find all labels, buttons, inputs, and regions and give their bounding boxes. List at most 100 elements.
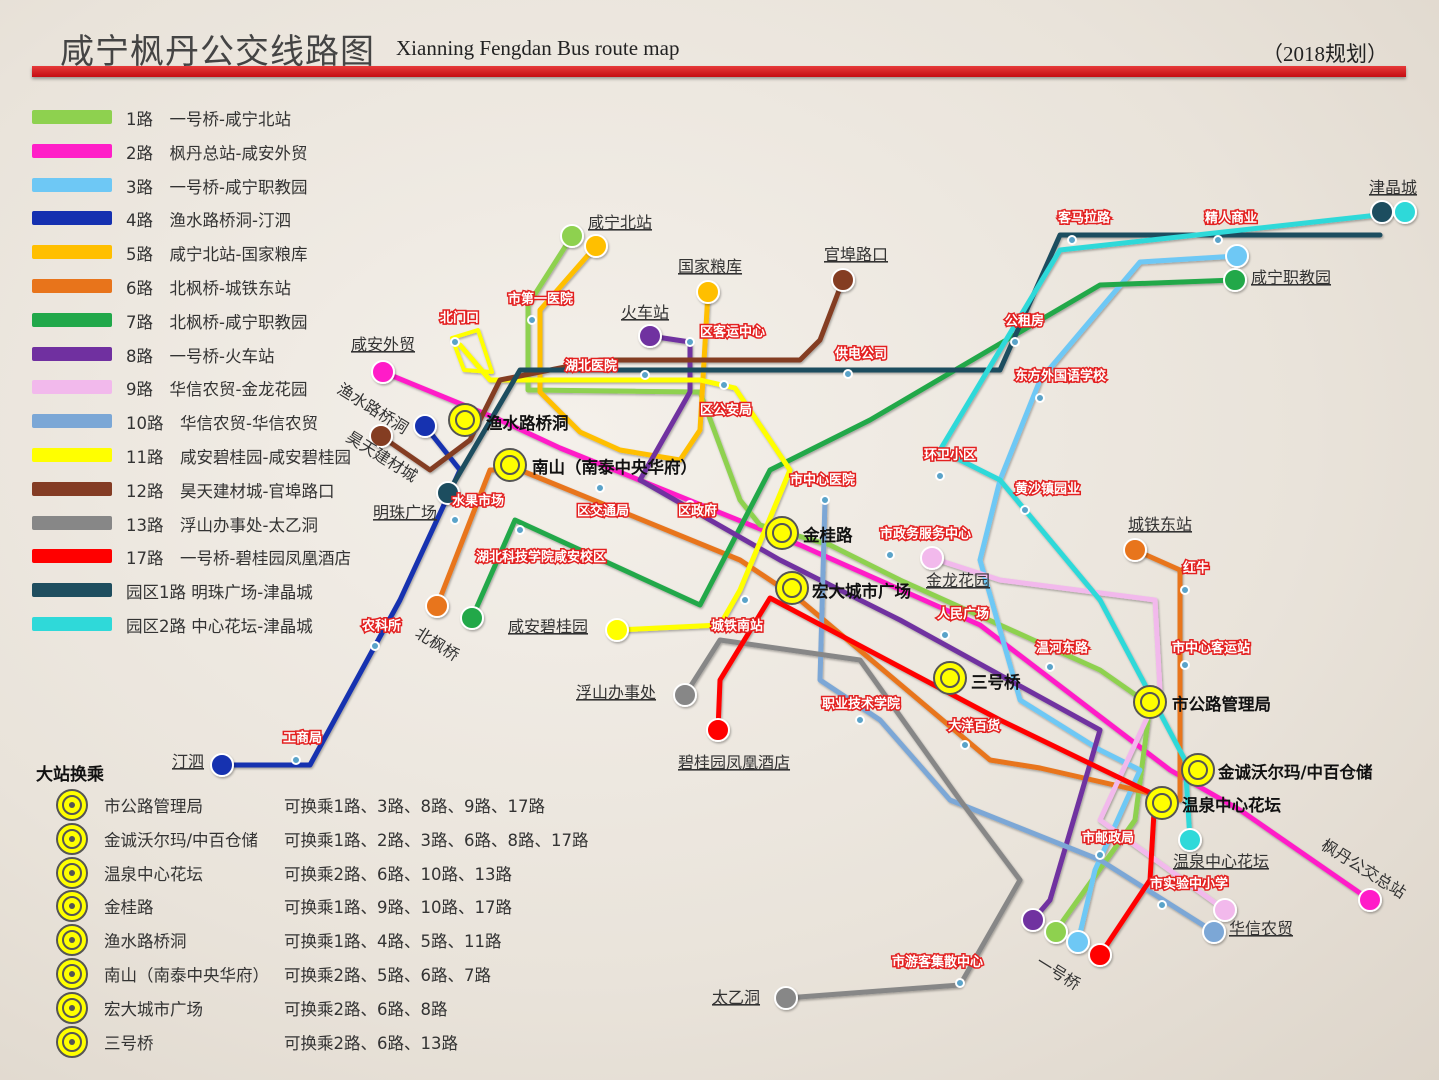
terminal-dot-beifeng-7 xyxy=(460,606,484,630)
legend-label: 园区1路 明珠广场-津晶城 xyxy=(126,583,313,603)
legend-swatch xyxy=(32,177,112,192)
stop-label-huangtan: 黄沙镇园业 xyxy=(1015,481,1080,497)
stop-dot-district-passenger xyxy=(685,337,695,347)
legend-label: 7路 北枫桥-咸宁职教园 xyxy=(126,312,308,332)
stop-dot-traffic xyxy=(595,483,605,493)
stop-label-gongtianfang: 公租房 xyxy=(1005,313,1044,329)
stop-label-dayang: 大洋百货 xyxy=(948,718,1000,734)
terminal-dot-xianan-trade xyxy=(371,360,395,384)
stop-label-gov: 区政府 xyxy=(678,503,717,519)
hub-label-wenquan: 温泉中心花坛 xyxy=(1182,795,1282,815)
stop-label-oriental: 东方外国语学校 xyxy=(1015,368,1107,384)
legend-row: 4路 渔水路桥洞-汀泗 xyxy=(32,203,372,233)
terminal-dot-tingsi xyxy=(210,753,234,777)
transfer-hub-name: 金诚沃尔玛/中百仓储 xyxy=(104,830,259,850)
label-guanbu: 官埠路口 xyxy=(824,245,888,264)
terminal-dot-hotel xyxy=(706,718,730,742)
stop-label-industry: 工商局 xyxy=(283,730,322,746)
stop-dot-people-square xyxy=(940,630,950,640)
stop-dot-gongtianfang xyxy=(1010,337,1020,347)
legend-swatch xyxy=(32,380,112,395)
label-vocational: 咸宁职教园 xyxy=(1251,268,1331,287)
stop-dot-tech-college xyxy=(515,525,525,535)
hub-icon-walmart xyxy=(1181,753,1215,787)
legend-row: 17路 一号桥-碧桂园凤凰酒店 xyxy=(32,541,372,571)
transfer-hub-lines: 可换乘2路、6路、13路 xyxy=(284,1033,458,1053)
route-line-11-loop xyxy=(450,328,494,374)
transfer-hub-name: 温泉中心花坛 xyxy=(104,864,203,884)
route-line-park-1 xyxy=(445,232,1383,496)
terminal-dot-jinjing-2 xyxy=(1393,200,1417,224)
legend-swatch xyxy=(32,448,112,462)
stop-dot-first-hospital xyxy=(527,315,537,325)
route-line-2 xyxy=(380,369,1373,903)
transfer-hub-name: 市公路管理局 xyxy=(104,797,203,816)
label-wenquan-terminal: 温泉中心花坛 xyxy=(1173,852,1269,871)
label-chengtie: 城铁东站 xyxy=(1128,515,1192,534)
terminal-dot-railway xyxy=(638,324,662,348)
legend-label: 3路 一号桥-咸宁职教园 xyxy=(126,177,308,197)
route-line-13 xyxy=(682,637,1023,1001)
legend-swatch xyxy=(32,110,112,124)
map-title-english: Xianning Fengdan Bus route map xyxy=(396,36,680,60)
map-title: 咸宁枫丹公交线路图 xyxy=(60,32,375,72)
stop-dot-railway-south xyxy=(740,595,750,605)
legend-label: 2路 枫丹总站-咸安外贸 xyxy=(126,143,308,163)
label-bridge-one: 一号桥 xyxy=(1033,952,1084,994)
stop-label-people-square: 人民广场 xyxy=(937,606,989,622)
stop-dot-tourism xyxy=(955,978,965,988)
terminal-dot-beifeng-6 xyxy=(425,594,449,618)
hub-icon-wenquan xyxy=(1145,786,1179,820)
legend-swatch xyxy=(32,312,112,327)
legend-swatch xyxy=(32,143,112,158)
stop-dot-dayang xyxy=(960,740,970,750)
stop-label-hubei-hospital: 湖北医院 xyxy=(565,358,617,374)
stop-dot-beimenkou xyxy=(450,337,460,347)
terminal-dot-fengdan xyxy=(1358,888,1382,912)
stop-dot-public-security xyxy=(719,380,729,390)
terminal-dot-jinlong xyxy=(920,546,944,570)
title-rule xyxy=(32,66,1406,77)
hub-label-nanshan: 南山（南泰中央华府） xyxy=(532,457,697,477)
legend-row: 园区2路 中心花坛-津晶城 xyxy=(32,609,372,639)
map-year: （2018规划） xyxy=(1262,42,1388,66)
stop-label-supply: 供电公司 xyxy=(834,346,887,362)
stop-dot-center-hospital xyxy=(820,495,830,505)
hub-label-road-bureau: 市公路管理局 xyxy=(1172,694,1271,714)
hub-label-hongda: 宏大城市广场 xyxy=(812,581,911,601)
transfer-row: 市公路管理局可换乘1路、3路、8路、9路、17路 xyxy=(52,788,632,822)
label-huaxin: 华信农贸 xyxy=(1229,919,1293,938)
legend-label: 13路 浮山办事处-太乙洞 xyxy=(126,515,318,535)
terminal-dot-huaxin-10 xyxy=(1202,920,1226,944)
legend-label: 6路 北枫桥-城铁东站 xyxy=(126,279,291,298)
stop-label-vocational-tech: 职业技术学院 xyxy=(822,696,900,712)
legend-label: 4路 渔水路桥洞-汀泗 xyxy=(126,211,291,231)
hub-icon-nanshan xyxy=(493,448,527,482)
transfer-hub-icon xyxy=(52,923,92,957)
terminal-dot-jinjing-1 xyxy=(1370,200,1394,224)
transfer-row: 三号桥可换乘2路、6路、13路 xyxy=(52,1025,632,1059)
transfer-hub-name: 南山（南泰中央华府） xyxy=(104,966,269,985)
stop-dot-gov-service xyxy=(885,550,895,560)
transfer-hub-lines: 可换乘1路、9路、10路、17路 xyxy=(284,898,512,918)
hub-label-walmart: 金诚沃尔玛/中百仓储 xyxy=(1217,762,1373,782)
stop-dot-school xyxy=(1157,900,1167,910)
legend-swatch xyxy=(32,279,112,293)
stop-label-tech-college: 湖北科技学院咸安校区 xyxy=(476,549,606,565)
transfer-hub-lines: 可换乘1路、2路、3路、6路、8路、17路 xyxy=(284,830,589,850)
legend-label: 5路 咸宁北站-国家粮库 xyxy=(126,245,308,265)
transfer-row: 金桂路 可换乘1路、9路、10路、17路 xyxy=(52,889,632,923)
legend-row: 6路 北枫桥-城铁东站 xyxy=(32,271,372,301)
legend-label: 9路 华信农贸-金龙花园 xyxy=(126,380,308,400)
stop-label-beimenkou: 北门口 xyxy=(440,310,479,326)
stop-label-public-security: 区公安局 xyxy=(700,402,752,418)
stop-label-traffic: 区交通局 xyxy=(577,503,629,519)
label-biguiyuan: 咸安碧桂园 xyxy=(508,617,588,636)
transfer-hub-name: 渔水路桥洞 xyxy=(104,932,187,952)
hub-label-jingui: 金桂路 xyxy=(802,525,853,545)
route-line-9 xyxy=(929,555,1228,913)
label-railway: 火车站 xyxy=(621,303,669,322)
transfer-hub-name: 金桂路 xyxy=(104,898,154,918)
transfer-row: 渔水路桥洞可换乘1路、4路、5路、11路 xyxy=(52,923,632,957)
